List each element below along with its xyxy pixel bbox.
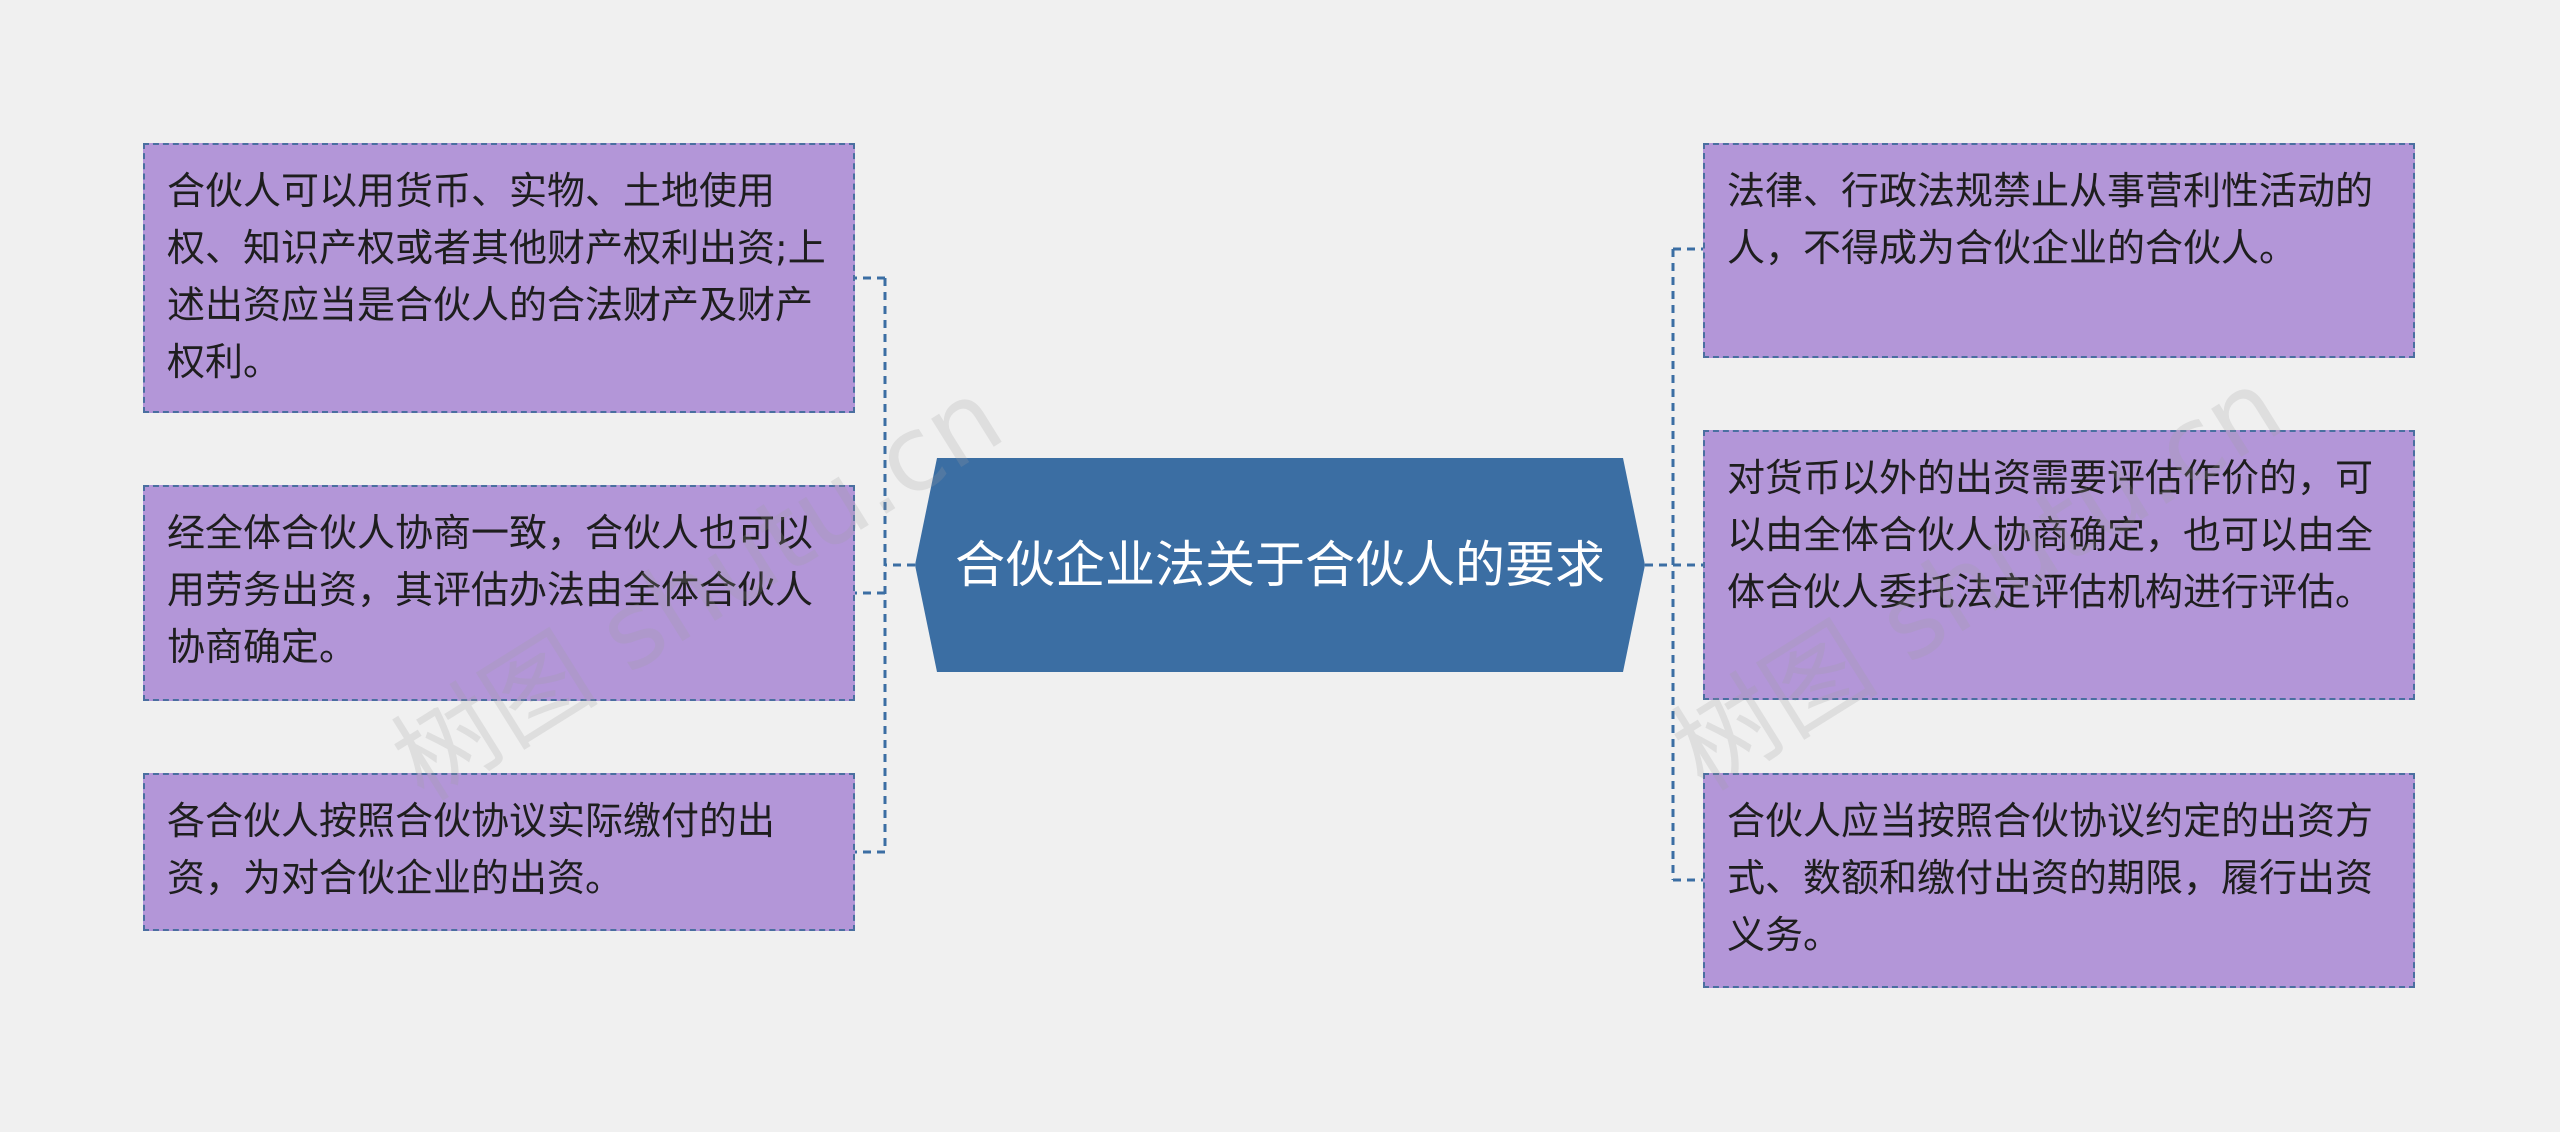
left-topic-2-text: 经全体合伙人协商一致，合伙人也可以用劳务出资，其评估办法由全体合伙人协商确定。 (167, 511, 814, 669)
right-topic-3[interactable]: 合伙人应当按照合伙协议约定的出资方式、数额和缴付出资的期限，履行出资义务。 (1703, 773, 2415, 988)
central-topic[interactable]: 合伙企业法关于合伙人的要求 (915, 458, 1645, 672)
central-topic-shape (915, 458, 1645, 672)
left-topic-1[interactable]: 合伙人可以用货币、实物、土地使用权、知识产权或者其他财产权利出资;上述出资应当是… (143, 143, 855, 413)
right-topic-1[interactable]: 法律、行政法规禁止从事营利性活动的人，不得成为合伙企业的合伙人。 (1703, 143, 2415, 358)
left-topic-3[interactable]: 各合伙人按照合伙协议实际缴付的出资，为对合伙企业的出资。 (143, 773, 855, 931)
left-topic-1-text: 合伙人可以用货币、实物、土地使用权、知识产权或者其他财产权利出资;上述出资应当是… (167, 169, 826, 384)
right-topic-2[interactable]: 对货币以外的出资需要评估作价的，可以由全体合伙人协商确定，也可以由全体合伙人委托… (1703, 430, 2415, 700)
right-topic-3-text: 合伙人应当按照合伙协议约定的出资方式、数额和缴付出资的期限，履行出资义务。 (1727, 799, 2374, 957)
left-topic-2[interactable]: 经全体合伙人协商一致，合伙人也可以用劳务出资，其评估办法由全体合伙人协商确定。 (143, 485, 855, 701)
central-topic-label: 合伙企业法关于合伙人的要求 (955, 536, 1605, 594)
right-topic-2-text: 对货币以外的出资需要评估作价的，可以由全体合伙人协商确定，也可以由全体合伙人委托… (1727, 456, 2374, 614)
right-topic-1-text: 法律、行政法规禁止从事营利性活动的人，不得成为合伙企业的合伙人。 (1727, 169, 2374, 270)
left-topic-3-text: 各合伙人按照合伙协议实际缴付的出资，为对合伙企业的出资。 (167, 799, 776, 900)
